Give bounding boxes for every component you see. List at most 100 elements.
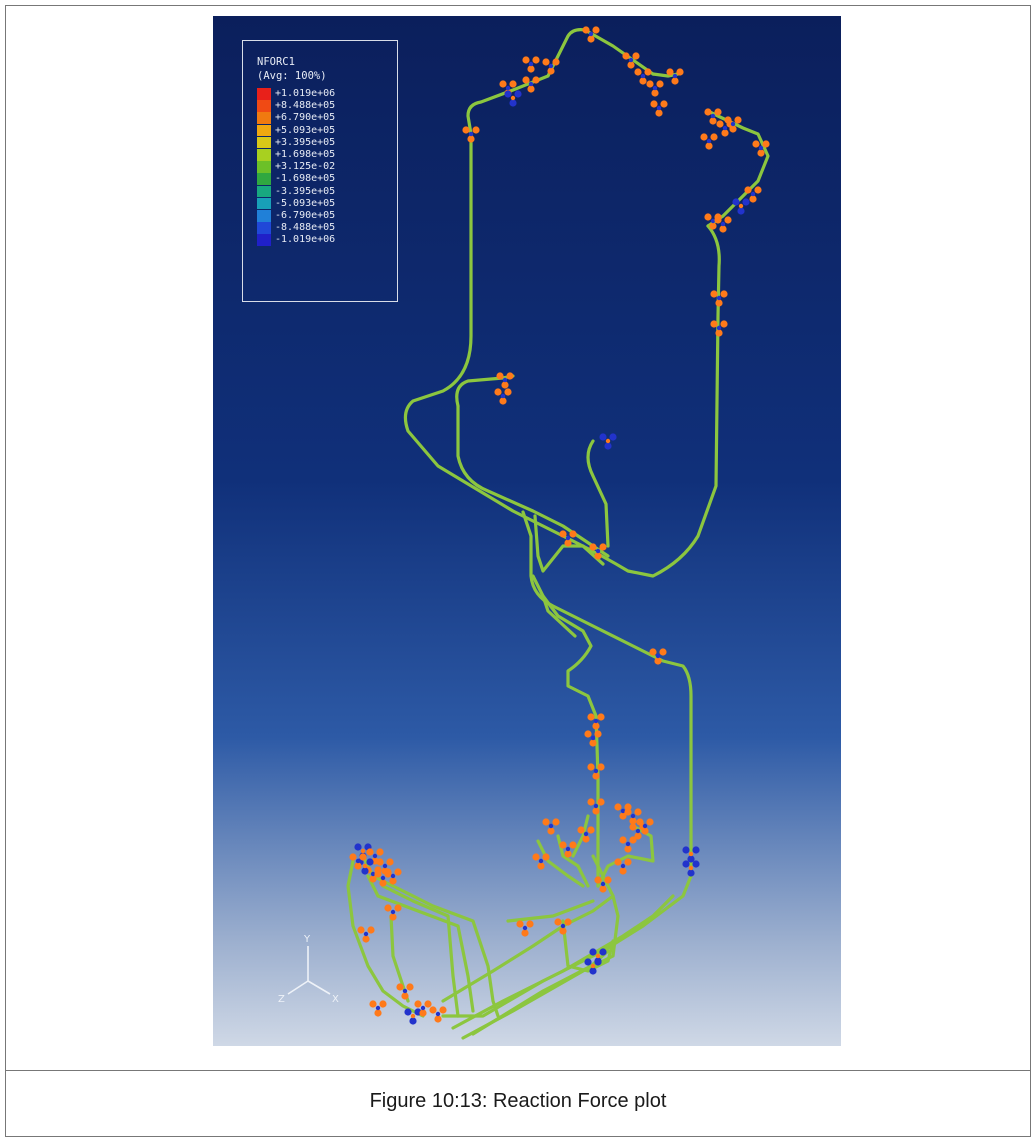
model-viewport: NFORC1 (Avg: 100%) +1.019e+06+8.488e+05+…	[213, 16, 841, 1046]
pipe-segment	[366, 874, 475, 1013]
pipe-segment	[533, 514, 605, 573]
pipe-segment	[596, 824, 655, 888]
legend-label: +1.698e+05	[275, 149, 336, 160]
support-marker	[504, 90, 522, 107]
pipe-segment	[456, 404, 610, 558]
z-axis-label: Z	[278, 994, 285, 1005]
legend-entry: -6.790e+05	[257, 210, 335, 222]
support-marker	[599, 433, 617, 450]
pipe-segment	[455, 374, 515, 408]
support-marker	[522, 76, 540, 93]
support-marker	[396, 983, 414, 1000]
legend-label: -8.488e+05	[275, 222, 336, 234]
pipe-segment	[466, 28, 655, 136]
support-marker	[384, 904, 402, 921]
pipe-segment	[403, 132, 721, 578]
support-marker	[587, 713, 605, 730]
legend-swatch	[257, 112, 271, 124]
support-marker	[622, 52, 640, 69]
legend-entry: +6.790e+05	[257, 112, 335, 124]
legend-swatch	[257, 173, 271, 185]
x-axis-label: X	[332, 994, 339, 1005]
pipe-segment	[536, 839, 585, 888]
support-marker	[357, 926, 375, 943]
legend-swatch	[257, 124, 271, 137]
support-marker	[714, 216, 732, 233]
legend-entry: +5.093e+05	[257, 124, 336, 137]
support-marker	[594, 876, 612, 893]
legend-swatch	[257, 100, 271, 112]
legend-entry: -1.698e+05	[257, 173, 335, 185]
support-marker	[349, 853, 367, 870]
legend-entry: -3.395e+05	[257, 185, 335, 198]
support-marker	[646, 80, 664, 97]
y-axis-label: Y	[303, 934, 311, 945]
support-marker	[624, 808, 642, 825]
legend-entry: +8.488e+05	[257, 100, 335, 112]
legend-swatch	[257, 185, 271, 198]
pipe-segment	[346, 859, 425, 1018]
legend-label: +3.125e-02	[275, 161, 336, 173]
legend-title: NFORC1	[257, 56, 295, 68]
support-marker	[704, 108, 722, 125]
pipe-segment	[521, 510, 693, 878]
support-marker	[462, 126, 480, 143]
pipe-segment	[531, 574, 600, 888]
support-marker	[682, 860, 700, 877]
legend-swatch	[257, 88, 271, 100]
support-marker	[700, 133, 718, 150]
legend-averaging: (Avg: 100%)	[257, 70, 327, 82]
support-marker	[636, 818, 654, 835]
legend-entry: +3.125e-02	[257, 161, 335, 173]
legend-label: -6.790e+05	[275, 210, 336, 221]
pipe-segment	[541, 594, 577, 638]
z-axis-line	[287, 980, 309, 995]
legend-label: +1.019e+06	[275, 88, 336, 99]
support-marker	[682, 846, 700, 863]
legend-swatch	[257, 234, 271, 246]
pipe-segment	[381, 884, 460, 1018]
support-marker	[650, 100, 668, 117]
support-marker	[522, 56, 540, 73]
support-marker	[369, 1000, 387, 1017]
legend-swatch	[257, 197, 271, 210]
legend-label: +5.093e+05	[275, 124, 336, 136]
support-marker	[414, 1000, 432, 1017]
support-marker	[494, 388, 512, 405]
support-marker	[619, 836, 637, 853]
support-marker	[384, 868, 402, 885]
support-marker	[559, 841, 577, 858]
support-marker	[710, 290, 728, 307]
support-marker	[614, 803, 632, 820]
axis-triad: Y Z X	[258, 926, 358, 1016]
support-marker	[587, 798, 605, 815]
pipe-segment	[561, 919, 615, 973]
support-marker	[554, 918, 572, 935]
support-marker	[532, 853, 550, 870]
legend-label: +8.488e+05	[275, 100, 336, 112]
legend-swatch	[257, 210, 271, 222]
legend-label: +6.790e+05	[275, 112, 336, 124]
legend-swatch	[257, 136, 271, 149]
figure-frame	[5, 5, 1031, 1137]
pipe-segment	[586, 439, 610, 548]
legend-label: -1.019e+06	[275, 234, 336, 246]
support-marker	[404, 1008, 422, 1025]
legend-entry: +1.698e+05	[257, 149, 335, 161]
support-marker	[614, 858, 632, 875]
legend-label: -5.093e+05	[275, 197, 336, 209]
support-marker	[542, 818, 560, 835]
support-marker	[732, 198, 750, 215]
legend-entry: -5.093e+05	[257, 197, 336, 210]
support-marker	[634, 68, 652, 85]
support-markers	[349, 26, 770, 1025]
contour-legend: NFORC1 (Avg: 100%) +1.019e+06+8.488e+05+…	[242, 40, 398, 302]
legend-swatch	[257, 161, 271, 173]
pipe-segment	[571, 814, 590, 858]
support-marker	[666, 68, 684, 85]
support-marker	[584, 730, 602, 747]
support-marker	[587, 763, 605, 780]
pipe-segment	[706, 109, 770, 228]
support-marker	[429, 1006, 447, 1023]
figure-caption: Figure 10:13: Reaction Force plot	[369, 1089, 667, 1112]
